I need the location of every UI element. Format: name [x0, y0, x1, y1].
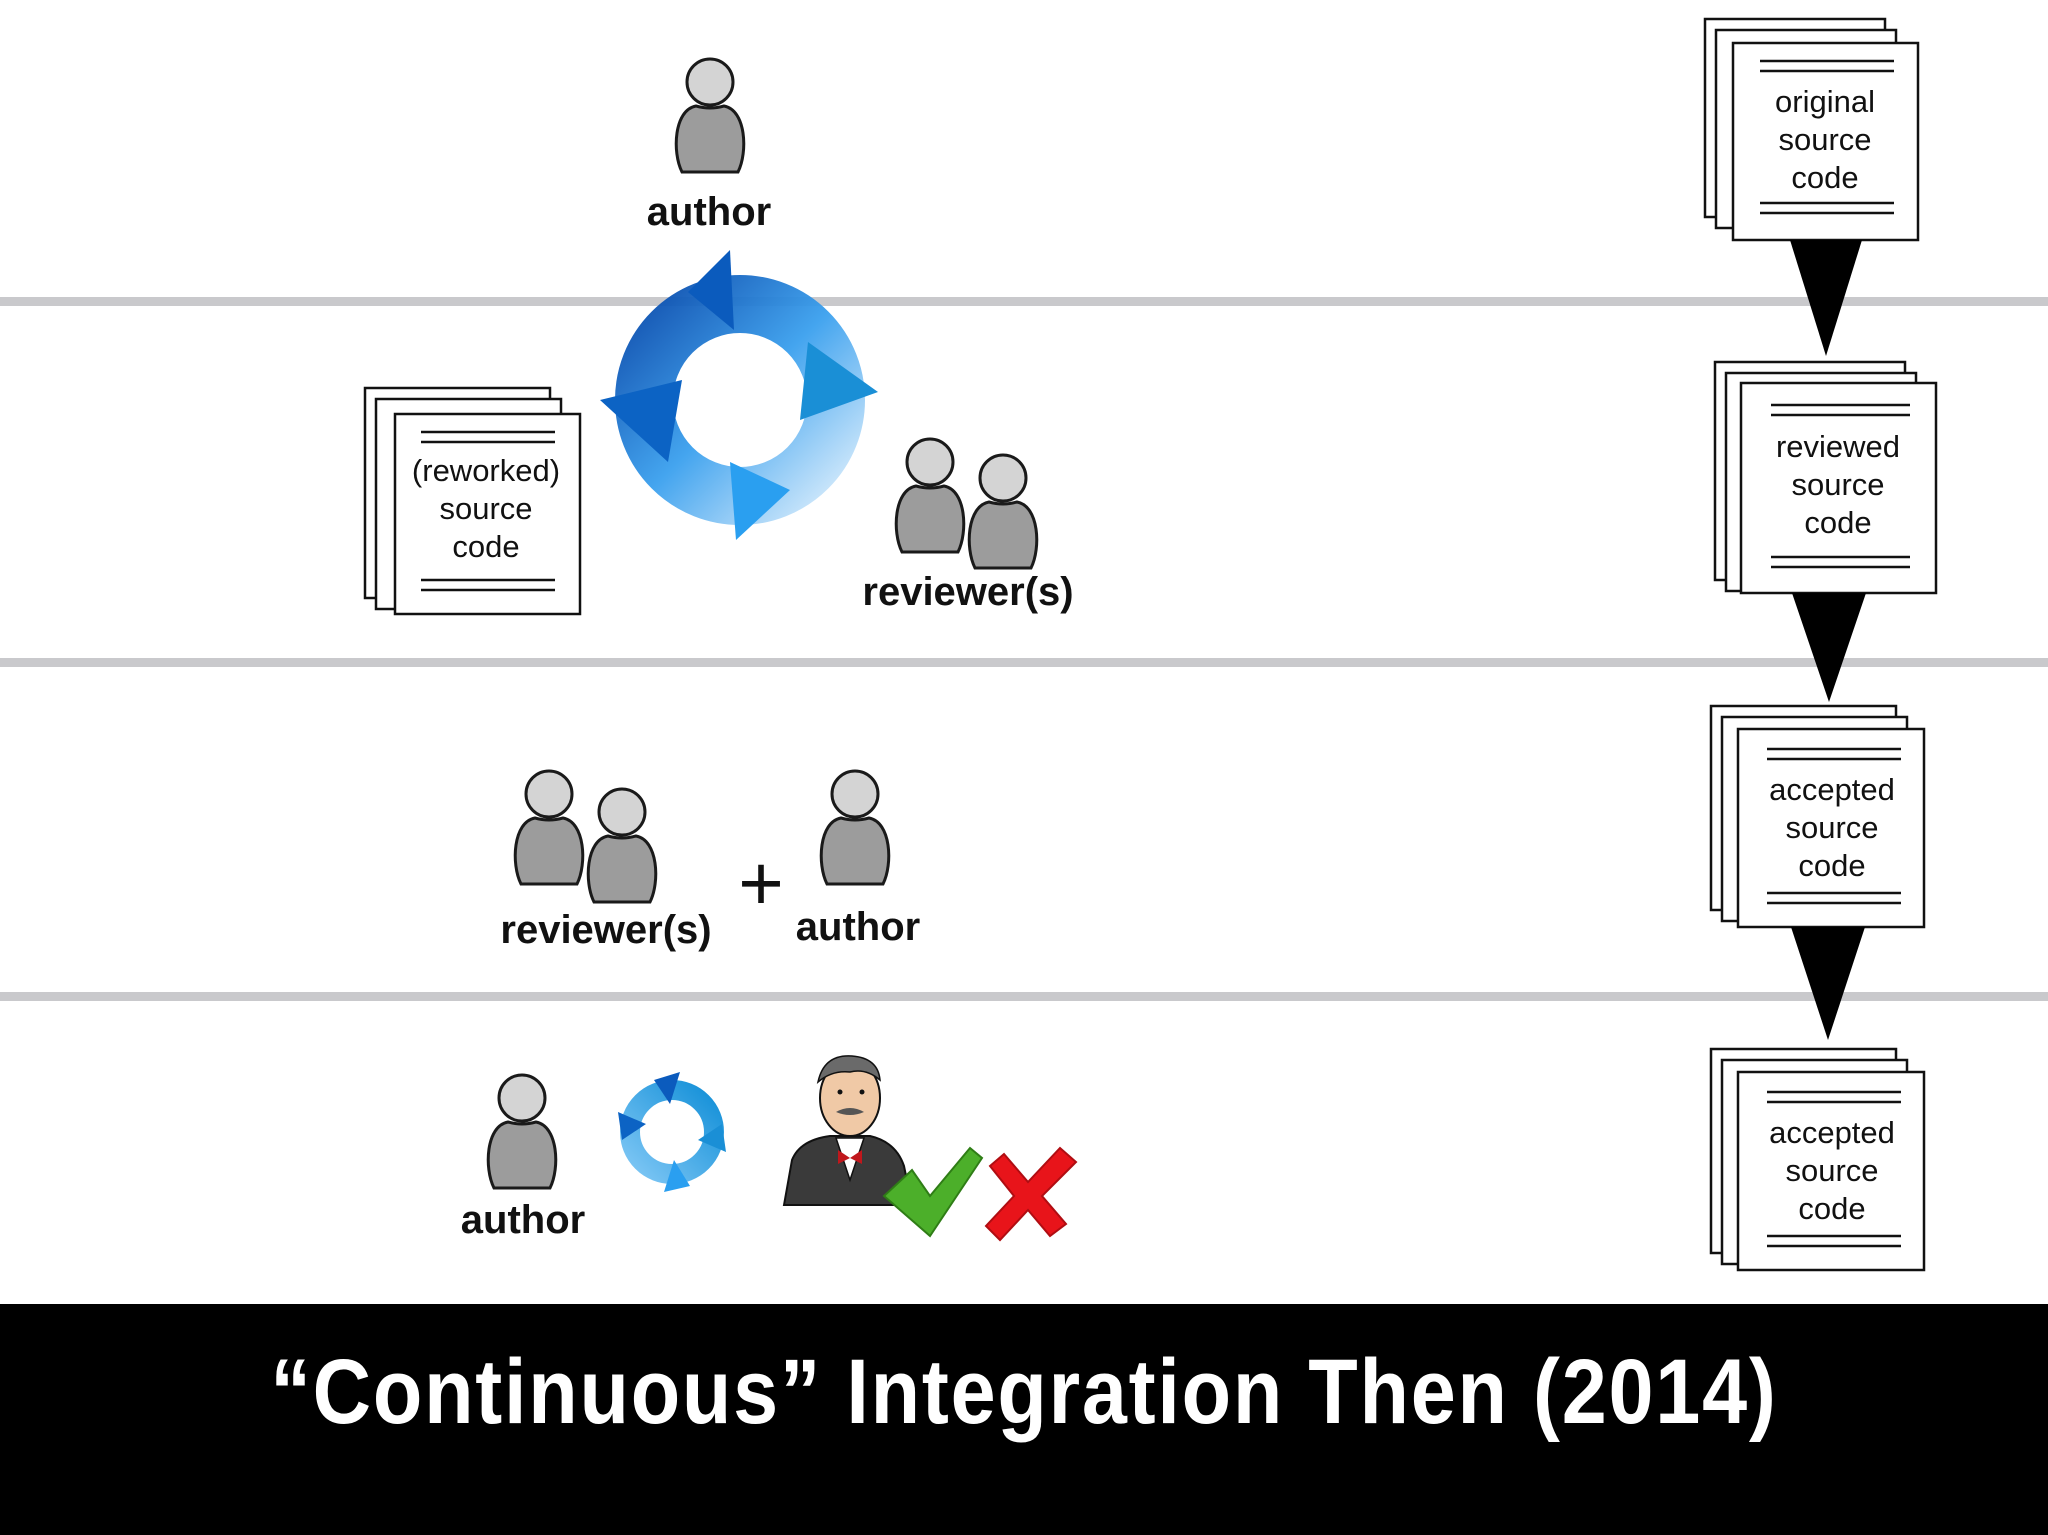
reworked-doc-label: (reworked) source code: [411, 453, 561, 564]
pipeline-doc-reviewed-label: reviewed source code: [1775, 429, 1901, 540]
small-cycle-icon: [618, 1072, 726, 1192]
lane3-plus-sign: +: [738, 839, 784, 927]
butler-icon: [782, 1055, 914, 1206]
reviewers-icon: [894, 437, 1039, 570]
lane1-author-label: author: [646, 190, 772, 234]
lane3-author-label: author: [795, 905, 921, 949]
review-cycle-icon: [600, 250, 878, 540]
slide-title: “Continuous” Integration Then (2014): [270, 1341, 1778, 1443]
pipeline-doc-original-label: original source code: [1775, 84, 1875, 195]
pipeline-arrow-2: [1792, 593, 1866, 702]
lane-divider-2: [0, 658, 2048, 667]
pipeline-doc-reviewed: [1713, 360, 1938, 595]
author-icon-lane3: [819, 769, 891, 886]
pipeline-arrow-3: [1791, 927, 1865, 1040]
lane3-reviewers-label: reviewer(s): [500, 908, 712, 952]
pipeline-doc-accepted-1-label: accepted source code: [1769, 772, 1895, 883]
lane-divider-1: [0, 297, 2048, 306]
diagram-canvas: [363, 17, 1938, 1272]
check-icon: [882, 1146, 984, 1238]
pipeline-doc-accepted-2-label: accepted source code: [1769, 1115, 1895, 1226]
lane4-author-label: author: [460, 1198, 586, 1242]
cross-icon: [984, 1146, 1078, 1242]
reviewers-group-icon: [513, 769, 658, 904]
author-icon-lane4: [486, 1073, 558, 1190]
reworked-source-code-document-icon: [363, 386, 582, 616]
pipeline-doc-accepted-2: [1709, 1047, 1926, 1272]
pipeline-arrow-1: [1790, 240, 1862, 356]
pipeline-doc-original: [1703, 17, 1920, 242]
lane-divider-3: [0, 992, 2048, 1001]
pipeline-doc-accepted-1: [1709, 704, 1926, 929]
lane2-reviewers-label: reviewer(s): [862, 570, 1074, 614]
title-banner: [0, 1304, 2048, 1535]
author-icon: [674, 57, 746, 174]
